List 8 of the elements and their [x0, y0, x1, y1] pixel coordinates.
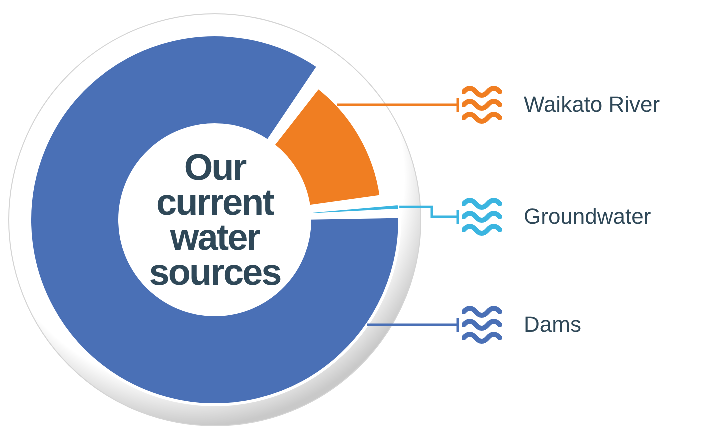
- source-name: Dams: [524, 312, 582, 338]
- donut-title: Our current water sources: [148, 150, 282, 290]
- source-name: Groundwater: [524, 204, 652, 230]
- leader-line: [337, 96, 460, 114]
- leader-line: [400, 206, 460, 226]
- donut-segment: [28, 34, 402, 406]
- leader-line: [367, 316, 460, 334]
- source-name: Waikato River: [524, 92, 660, 118]
